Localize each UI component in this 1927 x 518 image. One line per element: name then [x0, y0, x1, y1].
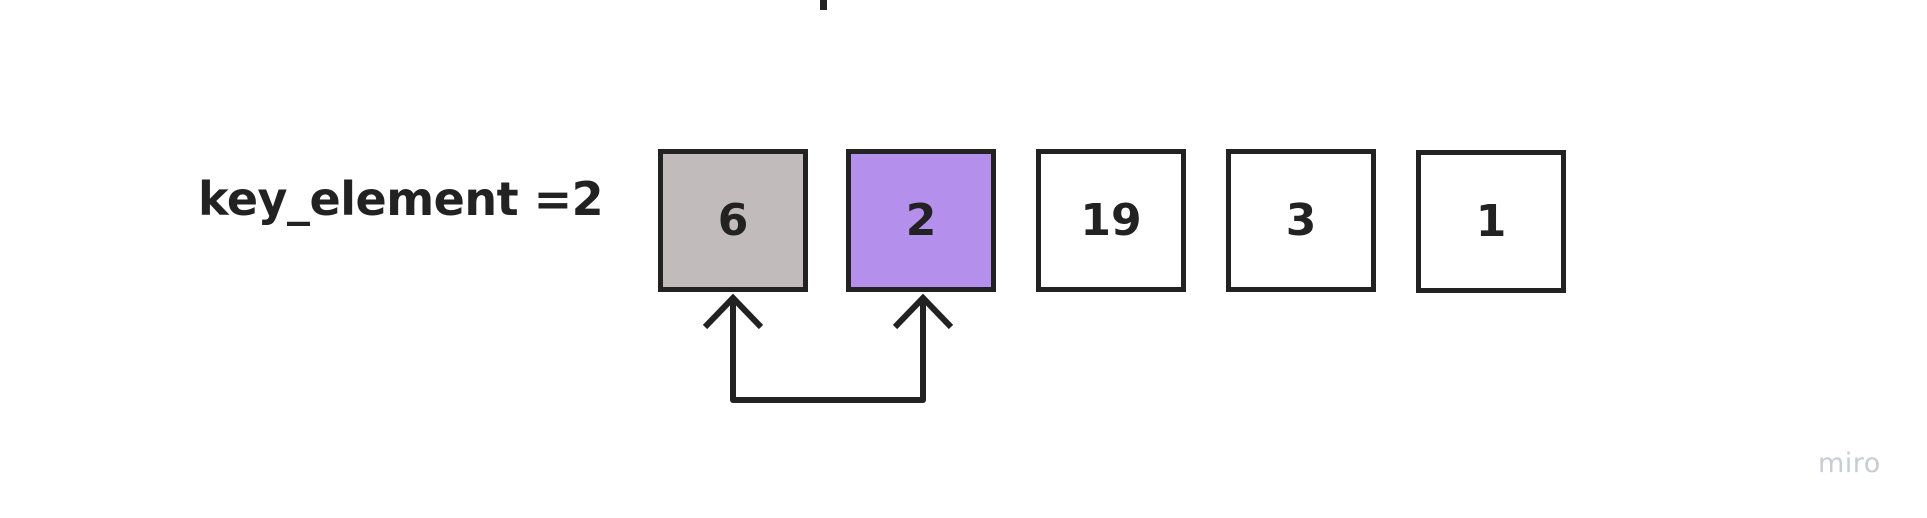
cell-value-0: 6 — [717, 195, 749, 246]
miro-watermark: miro — [1818, 448, 1881, 479]
partial-top-mark — [820, 0, 827, 10]
array-cell-1: 2 — [846, 149, 996, 292]
arrowhead-to-cell-1 — [892, 293, 954, 330]
array-cell-0: 6 — [658, 149, 808, 292]
cell-value-3: 3 — [1285, 195, 1317, 246]
array-cell-4: 1 — [1416, 150, 1566, 293]
key-element-label: key_element =2 — [198, 172, 604, 226]
array-cell-2: 19 — [1036, 149, 1186, 292]
swap-connector-line — [730, 295, 926, 403]
array-cell-3: 3 — [1226, 149, 1376, 292]
cell-value-4: 1 — [1475, 196, 1507, 247]
cell-value-2: 19 — [1080, 195, 1142, 246]
arrowhead-to-cell-0 — [702, 293, 764, 330]
cell-value-1: 2 — [905, 195, 937, 246]
